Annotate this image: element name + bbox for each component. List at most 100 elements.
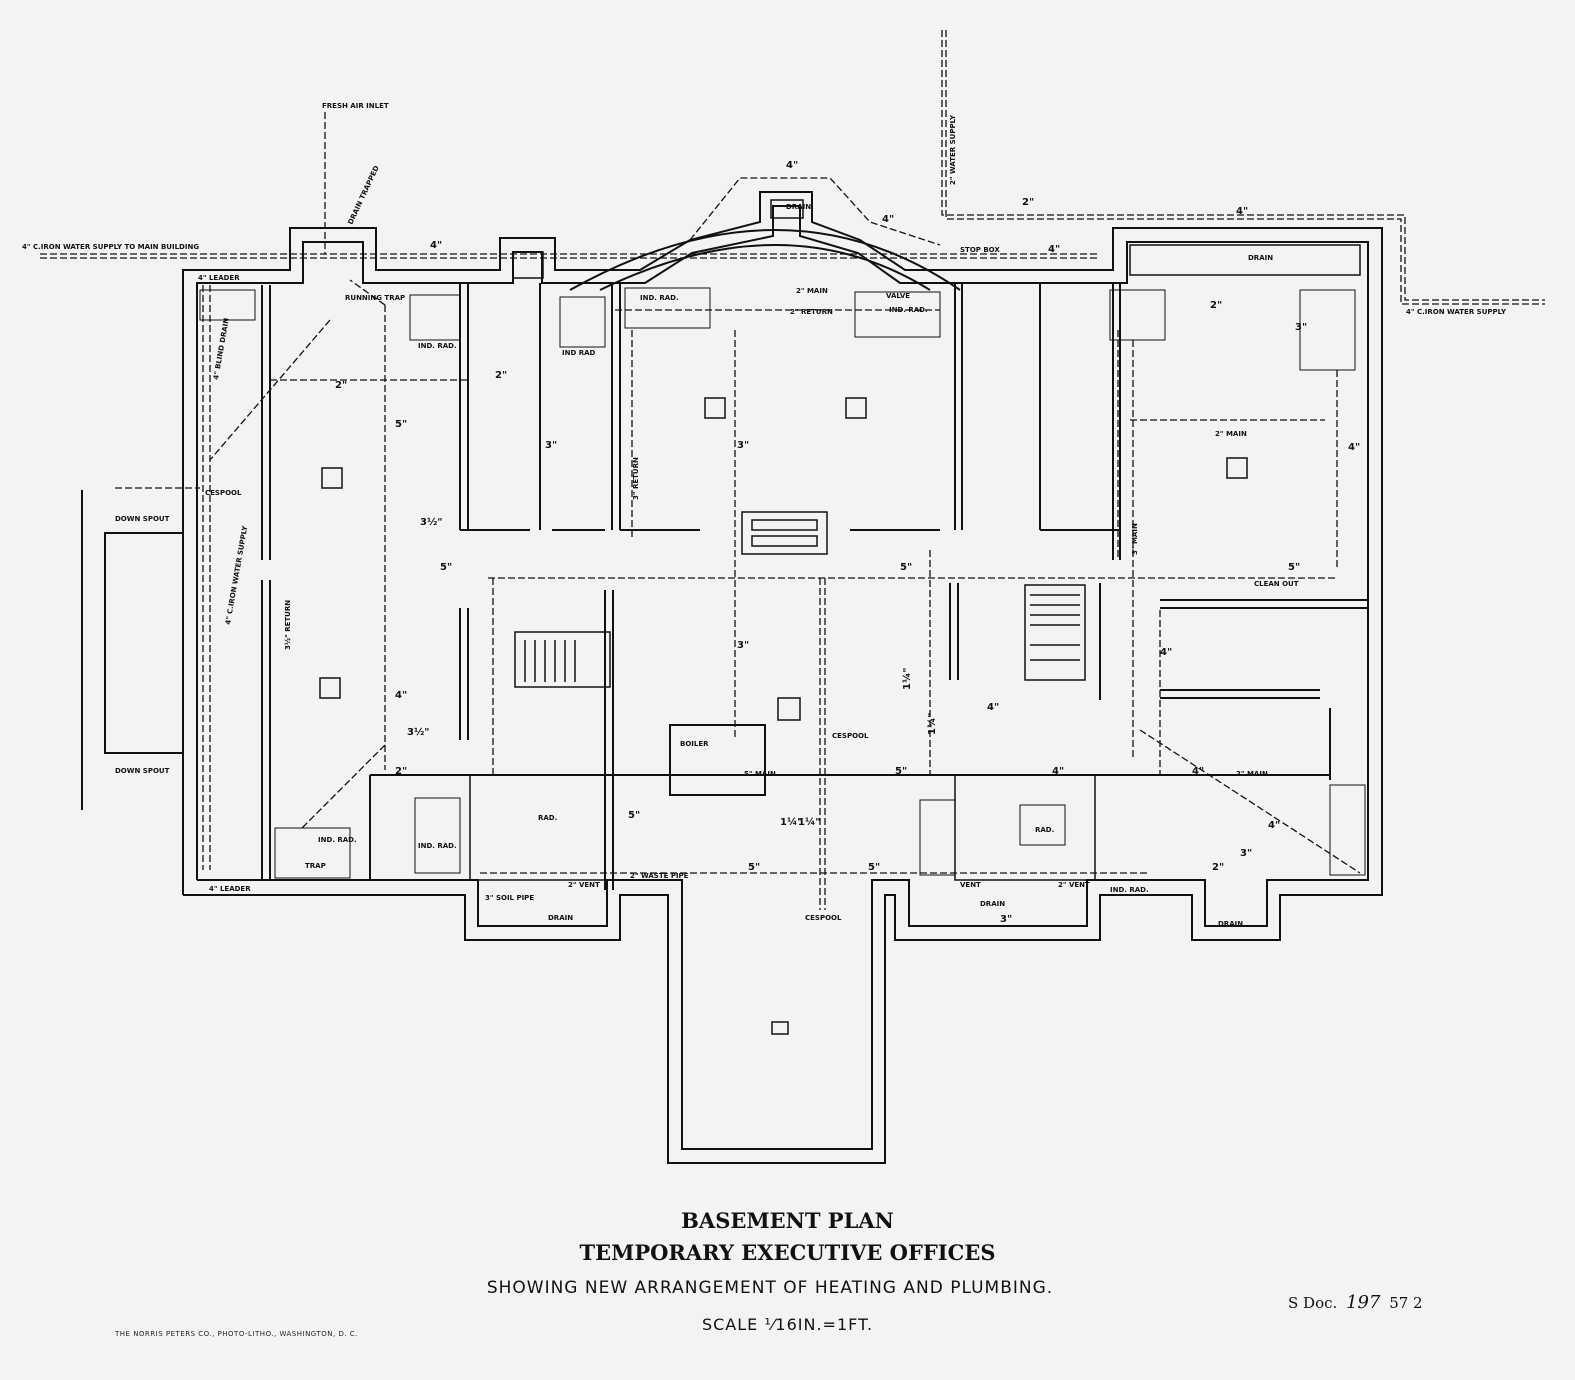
label-drain-bottom-right: DRAIN [1218, 920, 1243, 928]
label-trap: TRAP [305, 862, 326, 870]
svg-text:4": 4" [1160, 647, 1172, 658]
pipe-sizes: 4" 4" 4" 4" 2" 4" 2" 2" 2" 5" 5" 5" 5" 4… [335, 160, 1360, 925]
svg-text:5": 5" [1288, 562, 1300, 573]
svg-text:5": 5" [895, 766, 907, 777]
label-cesspool-left: CESPOOL [205, 489, 242, 497]
label-3-return: 3" RETURN [632, 457, 640, 500]
columns [319, 199, 1361, 1035]
outer-wall [182, 191, 1383, 1164]
label-ind-rad-2: IND. RAD. [640, 294, 679, 302]
svg-text:2": 2" [335, 380, 347, 391]
label-2-main-top: 2" MAIN [796, 287, 828, 295]
svg-text:3": 3" [1240, 848, 1252, 859]
subtitle-heating-plumbing: SHOWING NEW ARRANGEMENT OF HEATING AND P… [486, 1278, 1054, 1298]
label-drain-trapped: DRAIN TRAPPED [347, 164, 381, 226]
label-waste-pipe: 2" WASTE PIPE [630, 872, 689, 880]
svg-text:3": 3" [545, 440, 557, 451]
boiler [669, 724, 766, 796]
label-water-supply-main: 4" C.IRON WATER SUPPLY TO MAIN BUILDING [22, 243, 199, 251]
label-leader: 4" LEADER [198, 274, 240, 282]
label-2-main-bottom: 2" MAIN [1236, 770, 1268, 778]
label-water-supply-vertical: 2" WATER SUPPLY [949, 114, 957, 185]
label-water-supply-right: 4" C.IRON WATER SUPPLY [1406, 308, 1507, 316]
label-vent: VENT [960, 881, 981, 889]
svg-text:2": 2" [1022, 197, 1034, 208]
portico-arc [569, 229, 961, 291]
svg-text:2": 2" [495, 370, 507, 381]
svg-text:5": 5" [748, 862, 760, 873]
svg-text:4": 4" [987, 702, 999, 713]
label-drain-bottom-center: DRAIN [980, 900, 1005, 908]
svg-text:1¼": 1¼" [798, 816, 821, 828]
label-3-main: 3" MAIN [1131, 523, 1139, 555]
svg-text:4": 4" [882, 214, 894, 225]
document-reference: S Doc. 197 57 2 [1288, 1292, 1423, 1313]
svg-text:3": 3" [1000, 914, 1012, 925]
svg-text:4": 4" [395, 690, 407, 701]
label-3half-return: 3½" RETURN [284, 600, 292, 650]
label-ind-rad-6: IND RAD [562, 349, 596, 357]
svg-text:4": 4" [1048, 244, 1060, 255]
svg-text:2": 2" [1212, 862, 1224, 873]
svg-text:3": 3" [737, 640, 749, 651]
svg-text:1¼": 1¼" [780, 816, 803, 828]
svg-text:5": 5" [868, 862, 880, 873]
svg-text:3½": 3½" [420, 517, 443, 528]
label-boiler: BOILER [680, 740, 709, 748]
svg-text:1¼": 1¼" [901, 667, 913, 690]
label-drain-portico: DRAIN [786, 203, 811, 211]
label-5-main: 5" MAIN [744, 770, 776, 778]
doc-number: 197 [1346, 1292, 1381, 1313]
interior-walls [261, 283, 1368, 890]
piping [40, 30, 1545, 910]
label-ind-rad-4: IND. RAD. [318, 836, 357, 844]
svg-text:3": 3" [1295, 322, 1307, 333]
svg-text:4": 4" [1192, 766, 1204, 777]
label-down-spout-top: DOWN SPOUT [115, 515, 170, 523]
doc-prefix: S Doc. [1288, 1294, 1338, 1312]
left-annex [104, 532, 184, 754]
svg-text:4": 4" [430, 240, 442, 251]
title-temporary-executive-offices: TEMPORARY EXECUTIVE OFFICES [579, 1240, 996, 1265]
label-down-spout-bottom: DOWN SPOUT [115, 767, 170, 775]
svg-text:4": 4" [786, 160, 798, 171]
label-blind-drain: 4" BLIND DRAIN [212, 317, 231, 380]
printer-credit: THE NORRIS PETERS CO., PHOTO-LITHO., WAS… [115, 1330, 358, 1338]
label-2-vent-left: 2" VENT [568, 881, 600, 889]
label-2-return: 2" RETURN [790, 308, 833, 316]
radiators [199, 287, 1366, 879]
doc-suffix: 57 2 [1389, 1294, 1423, 1312]
label-leader-bottom: 4" LEADER [209, 885, 251, 893]
label-ind-rad-1: IND. RAD. [418, 342, 457, 350]
label-stop-box: STOP BOX [960, 246, 1000, 254]
svg-text:3½": 3½" [407, 727, 430, 738]
label-ind-rad-3: IND. RAD. [889, 306, 928, 314]
title-basement-plan: BASEMENT PLAN [681, 1208, 894, 1233]
label-drain-top-right: DRAIN [1248, 254, 1273, 262]
label-cesspool-center: CESPOOL [832, 732, 869, 740]
label-2-main-right: 2" MAIN [1215, 430, 1247, 438]
svg-text:2": 2" [1210, 300, 1222, 311]
svg-text:3": 3" [737, 440, 749, 451]
plan-labels: FRESH AIR INLET DRAIN TRAPPED 4" C.IRON … [22, 102, 1507, 928]
svg-text:2": 2" [395, 766, 407, 777]
svg-text:4": 4" [1348, 442, 1360, 453]
label-cesspool-bottom: CESPOOL [805, 914, 842, 922]
label-ind-rad-7: IND. RAD. [1110, 886, 1149, 894]
svg-text:4": 4" [1268, 820, 1280, 831]
svg-text:5": 5" [395, 419, 407, 430]
svg-text:5": 5" [628, 810, 640, 821]
label-2-vent-right: 2" VENT [1058, 881, 1090, 889]
label-soil-pipe: 3" SOIL PIPE [485, 894, 534, 902]
svg-text:4": 4" [1052, 766, 1064, 777]
label-drain-bottom-left: DRAIN [548, 914, 573, 922]
svg-text:5": 5" [440, 562, 452, 573]
label-rad-right: RAD. [1035, 826, 1054, 834]
label-fresh-air-inlet: FRESH AIR INLET [322, 102, 389, 110]
label-ind-rad-5: IND. RAD. [418, 842, 457, 850]
label-valve: VALVE [886, 292, 910, 300]
svg-text:5": 5" [900, 562, 912, 573]
label-clean-out: CLEAN OUT [1254, 580, 1299, 588]
label-water-supply-left: 4" C.IRON WATER SUPPLY [224, 524, 249, 625]
svg-text:1¼": 1¼" [926, 712, 938, 735]
